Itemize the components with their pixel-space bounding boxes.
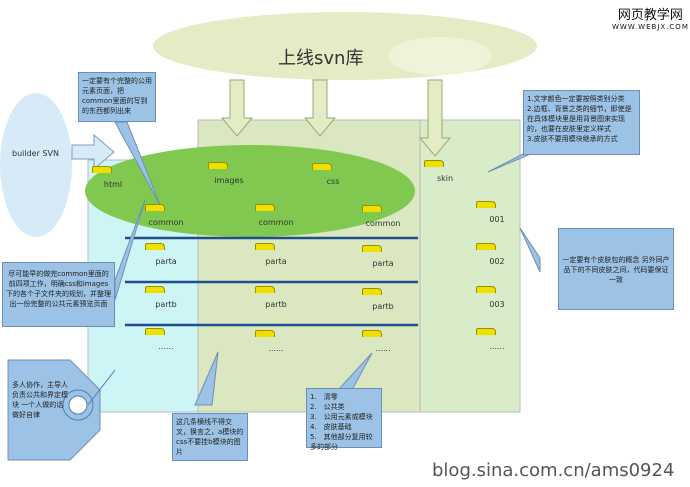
skin-rule: 3.皮肤不要用模块继承的方式 <box>527 135 618 143</box>
note-skin-pack: 一定要有个皮肤包的概念 另外同产品下的不同皮肤之间，代码要保证一致 <box>558 228 674 310</box>
folder-images[interactable]: images <box>208 162 250 194</box>
folder-html[interactable]: html <box>92 166 134 198</box>
folder-skin-003[interactable]: 003 <box>476 286 518 318</box>
folder-parta[interactable]: parta <box>362 245 404 277</box>
folder-skin-001[interactable]: 001 <box>476 201 518 233</box>
folder-more[interactable]: ...... <box>145 328 187 360</box>
order-item: 1. 清零 <box>310 393 338 401</box>
watermark-cn: 网页教学网 <box>617 8 683 23</box>
folder-parta[interactable]: parta <box>255 243 297 275</box>
watermark-logo: 网页教学网 WWW.WEBJX.COM <box>612 4 689 31</box>
folder-css[interactable]: css <box>312 163 354 195</box>
order-item: 2. 公共类 <box>310 403 345 411</box>
folder-parta[interactable]: parta <box>145 243 187 275</box>
folder-partb[interactable]: partb <box>145 286 187 318</box>
skin-rule: 2.边框、背景之类的细节，即使是在具体模块里是用背景图来实现的，也要在皮肤里定义… <box>527 105 632 133</box>
folder-common[interactable]: common <box>362 205 404 237</box>
folder-common[interactable]: common <box>255 204 297 236</box>
order-item: 4. 皮肤基础 <box>310 423 352 431</box>
folder-partb[interactable]: partb <box>255 286 297 318</box>
folder-skin-more[interactable]: ...... <box>476 328 518 360</box>
watermark-url: WWW.WEBJX.COM <box>612 23 689 31</box>
folder-more[interactable]: ...... <box>255 330 297 362</box>
folder-skin[interactable]: skin <box>424 160 466 192</box>
folder-partb[interactable]: partb <box>362 288 404 320</box>
note-lines: 这几条横线不得交叉，换言之，a模块的css不要挂b模块的图片 <box>172 413 248 461</box>
footer-blog-url: blog.sina.com.cn/ams0924 <box>432 460 675 481</box>
note-teamwork: 多人协作，主导人负责公共和界定模块 一个人做的话做好自律 <box>12 381 68 419</box>
diagram-title: 上线svn库 <box>278 48 364 69</box>
folder-skin-002[interactable]: 002 <box>476 243 518 275</box>
order-item: 3. 公用元素或模块 <box>310 413 373 421</box>
folder-common[interactable]: common <box>145 204 187 236</box>
note-skin-rules: 1.文字颜色一定要按照类别分类 2.边框、背景之类的细节，即使是在具体模块里是用… <box>523 90 640 155</box>
note-common-page: 一定要有个完整的公用元素页面，把common里面的写到的东西都列出来 <box>78 72 156 122</box>
folder-more[interactable]: ...... <box>362 330 404 362</box>
builder-svn-label: builder SVN <box>12 149 59 158</box>
note-order: 1. 清零 2. 公共类 3. 公用元素或模块 4. 皮肤基础 5. 其他部分复… <box>306 388 382 451</box>
note-finish-common: 尽可能早的做完common里面的前四项工作，明确css和images下的各个子文… <box>2 262 115 327</box>
skin-rule: 1.文字颜色一定要按照类别分类 <box>527 95 625 103</box>
order-item: 5. 其他部分复用较多的部分 <box>310 433 373 451</box>
